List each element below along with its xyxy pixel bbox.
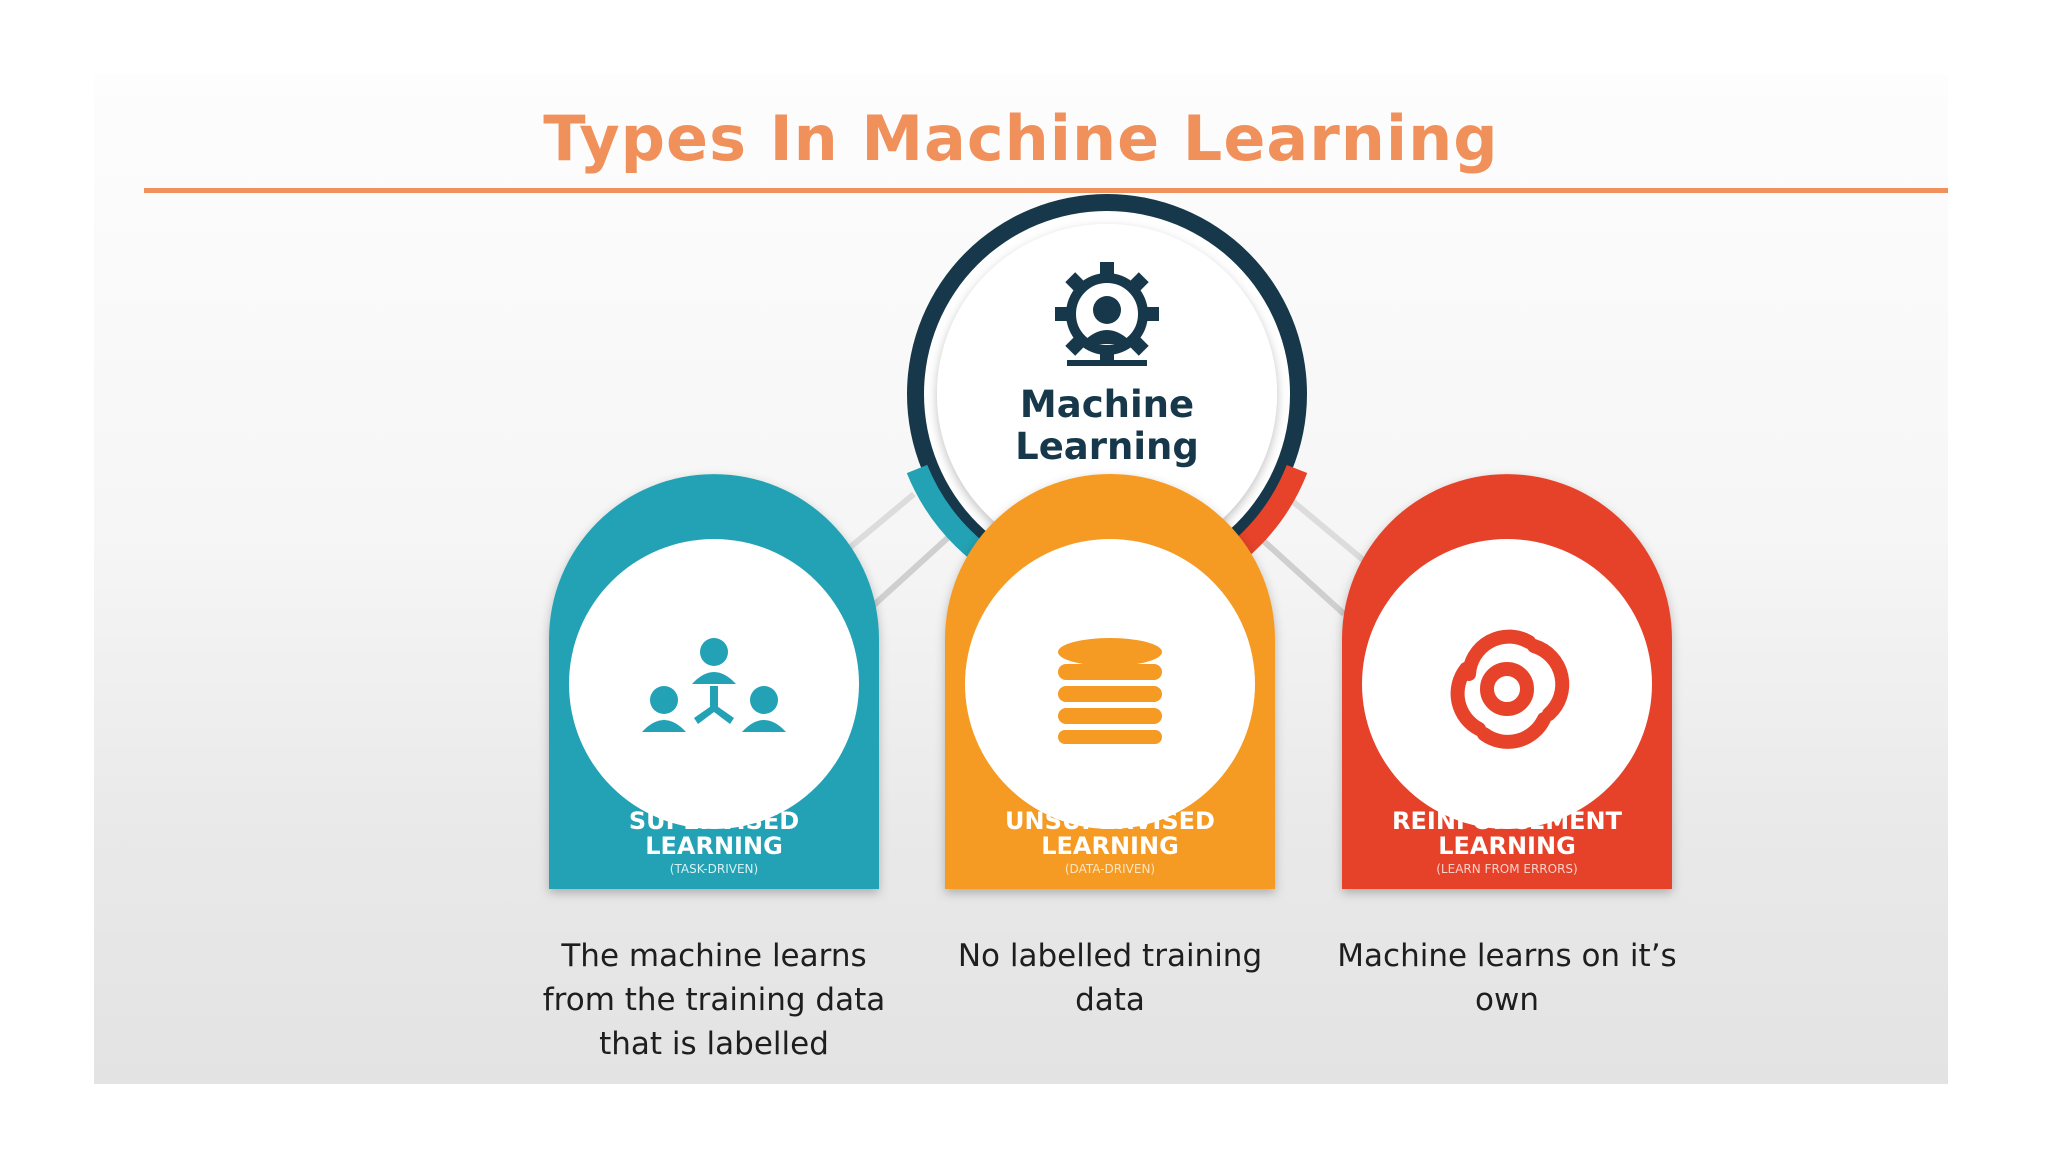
- ml-types-diagram: Machine Learning SUPERVISED LEARNING (TA…: [549, 194, 1672, 889]
- card-title1-reinforcement: REINFORCEMENT: [1392, 807, 1623, 835]
- card-tagline-supervised: (TASK-DRIVEN): [670, 862, 758, 876]
- center-node-line1: Machine: [1020, 383, 1194, 426]
- description-unsupervised: No labelled training data: [957, 938, 1263, 1018]
- slide-title: Types In Machine Learning: [543, 102, 1499, 175]
- card-title2-supervised: LEARNING: [645, 832, 783, 860]
- card-circle-reinforcement: [1362, 539, 1652, 829]
- card-title1-unsupervised: UNSUPERVISED: [1005, 807, 1215, 835]
- title-divider: [144, 188, 1948, 193]
- people-network-icon: [642, 638, 786, 732]
- database-icon: [1058, 638, 1162, 744]
- card-title2-reinforcement: LEARNING: [1438, 832, 1576, 860]
- card-tagline-reinforcement: (LEARN FROM ERRORS): [1436, 862, 1577, 876]
- description-reinforcement: Machine learns on it’s own: [1337, 938, 1677, 1018]
- type-card-supervised: SUPERVISED LEARNING (TASK-DRIVEN): [549, 474, 879, 889]
- knot-icon: [1450, 629, 1570, 749]
- description-supervised: The machine learns from the training dat…: [542, 938, 886, 1062]
- card-title1-supervised: SUPERVISED: [629, 807, 799, 835]
- card-title2-unsupervised: LEARNING: [1041, 832, 1179, 860]
- card-tagline-unsupervised: (DATA-DRIVEN): [1065, 862, 1155, 876]
- gear-person-icon: [1055, 262, 1159, 366]
- slide: Types In Machine Learning: [94, 74, 1948, 1084]
- type-card-unsupervised: UNSUPERVISED LEARNING (DATA-DRIVEN): [945, 474, 1275, 889]
- card-circle-unsupervised: [965, 539, 1255, 829]
- center-node-line2: Learning: [1015, 425, 1199, 468]
- type-card-reinforcement: REINFORCEMENT LEARNING (LEARN FROM ERROR…: [1342, 474, 1672, 889]
- center-node-face: [937, 224, 1277, 564]
- center-node: Machine Learning: [906, 194, 1308, 610]
